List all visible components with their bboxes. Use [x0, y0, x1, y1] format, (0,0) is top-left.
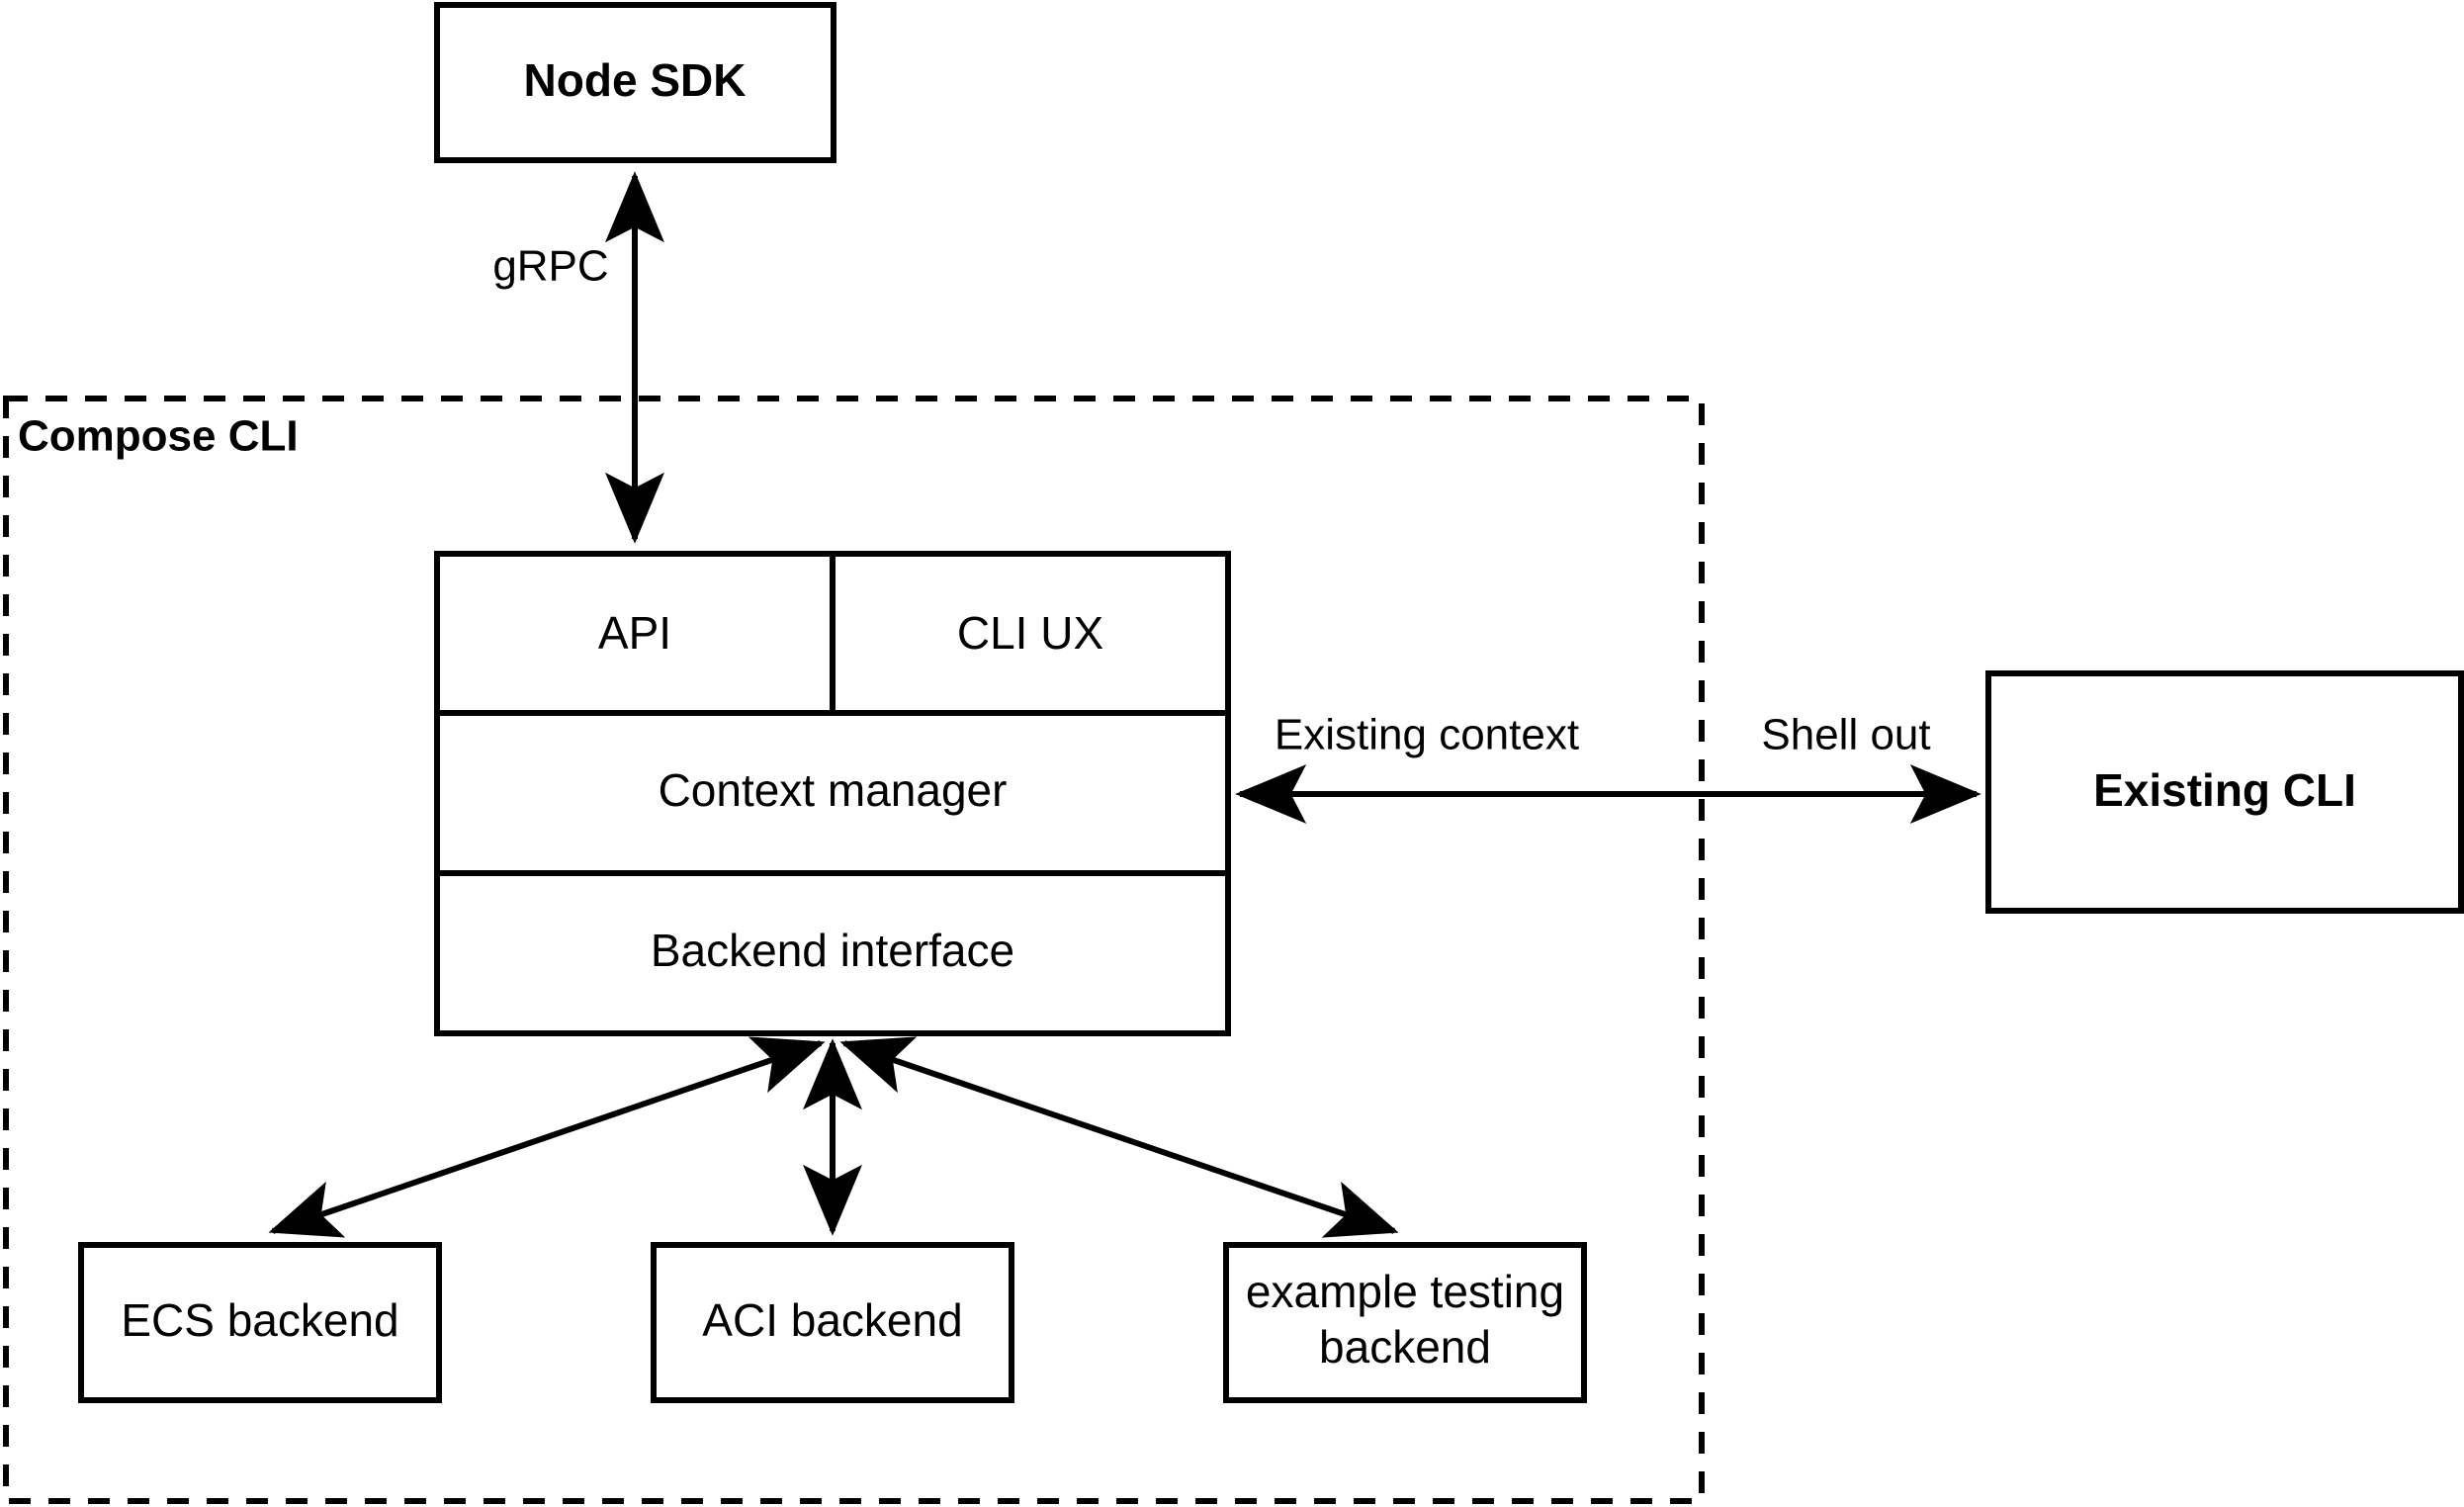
compose-cli-group-boundary	[3, 396, 1705, 1504]
existing-cli-label: Existing CLI	[2093, 764, 2356, 816]
backend-to-ecs-edge	[268, 1036, 826, 1238]
context-manager-label: Context manager	[659, 764, 1008, 816]
node-sdk-box[interactable]	[434, 2, 836, 163]
ecs-backend-label: ECS backend	[121, 1294, 398, 1346]
backend-interface-label: Backend interface	[651, 925, 1014, 976]
api-label: API	[598, 607, 671, 659]
existing-context-edge-label: Existing context	[1275, 711, 1579, 759]
ecs-backend-box[interactable]	[78, 1242, 442, 1403]
example-testing-backend-label-line1: example testing	[1246, 1266, 1564, 1317]
node-sdk-label: Node SDK	[524, 54, 747, 106]
grpc-edge-label: gRPC	[492, 242, 608, 291]
example-testing-backend-box[interactable]	[1223, 1242, 1587, 1403]
existing-cli-box[interactable]	[1985, 670, 2464, 914]
example-testing-backend-label-line2: backend	[1319, 1321, 1491, 1373]
aci-backend-label: ACI backend	[702, 1294, 962, 1346]
shell-out-edge-label: Shell out	[1761, 711, 1930, 759]
cli-ux-label: CLI UX	[957, 607, 1103, 659]
compose-cli-group-label: Compose CLI	[18, 412, 299, 461]
backend-to-example-testing-edge	[839, 1036, 1399, 1238]
aci-backend-box[interactable]	[651, 1242, 1014, 1403]
